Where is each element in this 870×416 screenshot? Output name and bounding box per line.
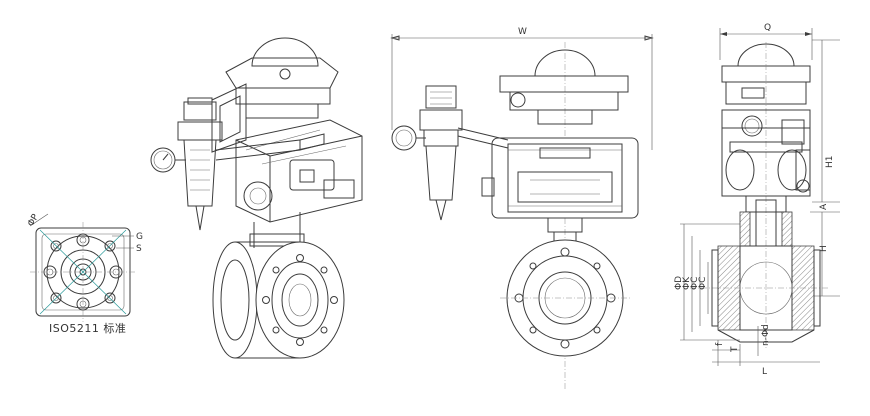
t-dim-label: T bbox=[730, 346, 740, 353]
f-dim-label: f bbox=[715, 342, 725, 346]
flange-standard-caption: ISO5211 标准 bbox=[49, 321, 126, 335]
c-dim-label: ΦC bbox=[698, 277, 708, 290]
flange-od-label: ΦP bbox=[26, 212, 41, 228]
width-dim-label: W bbox=[518, 27, 527, 37]
c1-dim-label: ΦC bbox=[690, 277, 700, 290]
bolt-hole-dim-label: n-Φd bbox=[761, 324, 771, 346]
perspective-view bbox=[150, 37, 363, 359]
od-dim-label: ΦD bbox=[674, 276, 684, 290]
iso5211-flange-view: ΦP G S ISO5211 标准 bbox=[26, 212, 143, 335]
l-dim-label: L bbox=[762, 367, 767, 377]
pcd-dim-label: ΦK bbox=[682, 276, 692, 290]
h1-dim-label: H1 bbox=[825, 156, 835, 169]
h-dim-label: H bbox=[819, 245, 829, 252]
q-dim-label: Q bbox=[764, 23, 771, 33]
a-dim-label: A bbox=[819, 203, 829, 210]
front-view: W bbox=[390, 27, 654, 390]
flange-s-label: S bbox=[136, 244, 142, 254]
flange-g-label: G bbox=[136, 232, 143, 242]
side-section-view: Q H1 A H bbox=[674, 23, 840, 377]
